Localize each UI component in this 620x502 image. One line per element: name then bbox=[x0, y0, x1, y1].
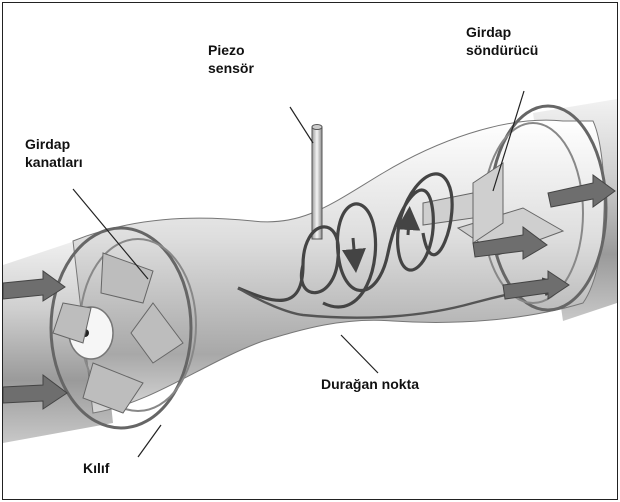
vortex-flowmeter-illustration bbox=[3, 3, 617, 499]
vortex-arrow-2 bbox=[408, 218, 409, 235]
vanes-label-line2: kanatları bbox=[25, 153, 83, 171]
piezo-sensor bbox=[312, 127, 322, 239]
suppressor-label-line1: Girdap bbox=[466, 23, 538, 41]
meter-body bbox=[73, 120, 604, 413]
piezo-sensor-label: Piezo sensör bbox=[208, 41, 254, 77]
leader-piezo bbox=[290, 107, 313, 143]
vanes-label-line1: Girdap bbox=[25, 135, 83, 153]
stagnation-point-label: Durağan nokta bbox=[321, 375, 419, 393]
casing-label: Kılıf bbox=[83, 459, 109, 477]
piezo-label-line2: sensör bbox=[208, 59, 254, 77]
piezo-label-line1: Piezo bbox=[208, 41, 254, 59]
vortex-arrow-1 bbox=[353, 238, 355, 261]
suppressor-label-line2: söndürücü bbox=[466, 41, 538, 59]
leader-stagnation bbox=[341, 335, 378, 373]
piezo-sensor-top bbox=[312, 125, 322, 130]
leader-casing bbox=[138, 425, 161, 457]
vortex-suppressor-label: Girdap söndürücü bbox=[466, 23, 538, 59]
swirl-vanes-label: Girdap kanatları bbox=[25, 135, 83, 171]
